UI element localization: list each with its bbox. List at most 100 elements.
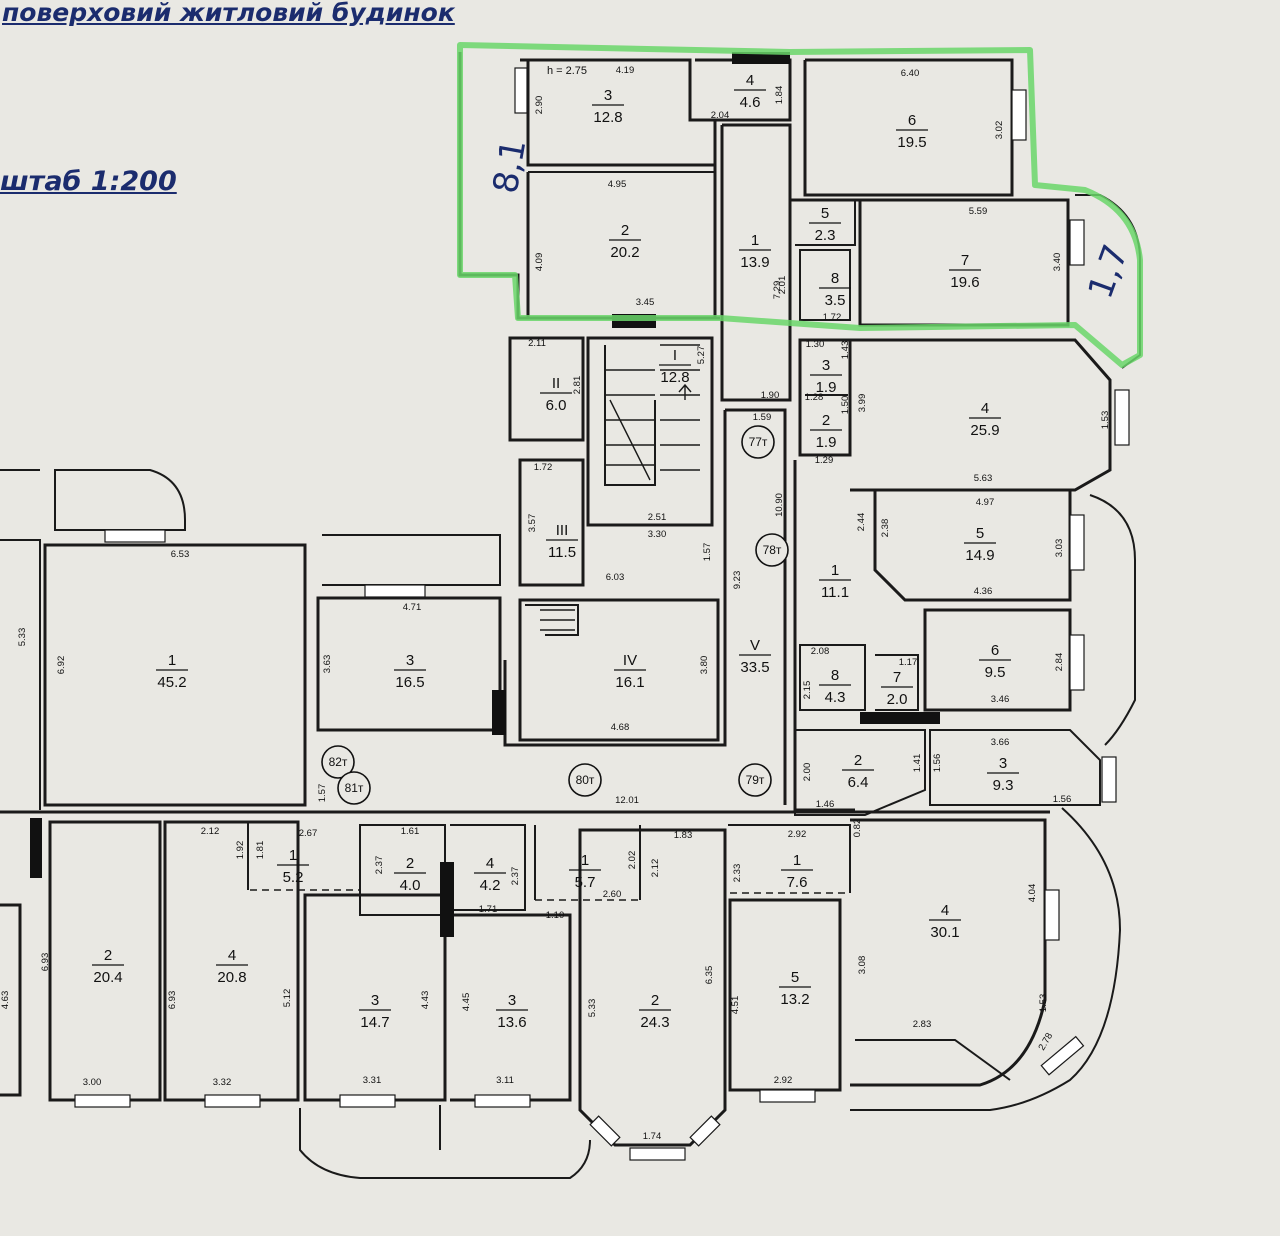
- room-r28: 44.2: [474, 855, 506, 894]
- section-marker: 77т: [741, 425, 775, 459]
- room-r4: 220.2: [609, 222, 641, 261]
- marker-label: 82т: [329, 755, 348, 769]
- room-area: 5.2: [283, 869, 304, 886]
- dimension-label: 3.08: [857, 956, 868, 975]
- room-area: 24.3: [640, 1014, 669, 1031]
- room-r31: 430.1: [929, 902, 961, 941]
- room-area: 11.5: [548, 544, 576, 561]
- dimension-label: 1.59: [753, 412, 772, 423]
- room-area: 12.8: [593, 109, 622, 126]
- room-area: 1.9: [816, 434, 837, 451]
- room-area: 9.3: [993, 777, 1014, 794]
- room-area: 33.5: [740, 659, 769, 676]
- room-number: III: [556, 522, 569, 539]
- room-r21: 84.3: [819, 667, 851, 706]
- room-r2: 44.6: [734, 72, 766, 111]
- room-number: 5: [821, 205, 829, 222]
- dimension-label: 2.02: [627, 851, 638, 870]
- room-area: 6.4: [848, 774, 869, 791]
- dimension-label: 3.30: [648, 529, 667, 540]
- marker-circle: [337, 771, 371, 805]
- dimension-label: 4.51: [730, 996, 741, 1015]
- room-area: 13.6: [497, 1014, 526, 1031]
- room-number: 4: [228, 947, 236, 964]
- room-area: 19.5: [897, 134, 926, 151]
- room-r33: 420.8: [216, 947, 248, 986]
- dimension-label: 5.33: [587, 999, 598, 1018]
- room-area: 13.2: [780, 991, 809, 1008]
- room-number: 8: [831, 667, 839, 684]
- dimension-label: 2.12: [650, 859, 661, 878]
- dimension-label: 2.67: [299, 828, 318, 839]
- dimension-labels: 4.192.901.846.403.022.044.954.093.457.29…: [0, 65, 1111, 1142]
- room-number: 4: [746, 72, 754, 89]
- room-number: 2: [104, 947, 112, 964]
- room-number: 2: [621, 222, 629, 239]
- dimension-label: 6.35: [704, 966, 715, 985]
- room-labels: 312.844.6619.5220.2113.952.383.5719.6II6…: [92, 72, 1019, 1031]
- room-area: 45.2: [157, 674, 186, 691]
- dimension-label: 1.81: [255, 841, 266, 860]
- dimension-label: 3.99: [857, 394, 868, 413]
- dimension-label: 1.83: [674, 830, 693, 841]
- dimension-label: 2.38: [880, 519, 891, 538]
- dimension-label: 1.71: [479, 904, 498, 915]
- dimension-label: 1.90: [761, 390, 780, 401]
- dimension-label: 2.51: [648, 512, 667, 523]
- marker-circle: [741, 425, 775, 459]
- room-area: 14.9: [965, 547, 994, 564]
- room-r24: 26.4: [842, 752, 874, 791]
- dimension-label: 2.15: [802, 681, 813, 700]
- room-number: 1: [793, 852, 801, 869]
- room-number: 2: [854, 752, 862, 769]
- dimension-label: 4.43: [420, 991, 431, 1010]
- marker-circle: [321, 745, 355, 779]
- dimension-label: 6.93: [167, 991, 178, 1010]
- dimension-label: 3.32: [213, 1077, 232, 1088]
- dimension-label: 6.92: [56, 656, 67, 675]
- dimension-label: 3.57: [527, 514, 538, 533]
- dimension-label: 1.29: [815, 455, 834, 466]
- room-number: 2: [406, 855, 414, 872]
- room-r23: 69.5: [979, 642, 1011, 681]
- room-r1: 312.8: [592, 87, 624, 126]
- dimension-label: 3.45: [636, 297, 655, 308]
- dimension-label: 4.09: [534, 253, 545, 272]
- room-number: 2: [822, 412, 830, 429]
- room-number: IV: [623, 652, 637, 669]
- dimension-label: 2.78: [1036, 1031, 1055, 1053]
- dimension-label: 3.46: [991, 694, 1010, 705]
- dimension-label: 3.11: [496, 1075, 514, 1086]
- room-number: 7: [961, 252, 969, 269]
- room-r6: 52.3: [809, 205, 841, 244]
- room-area: 16.5: [395, 674, 424, 691]
- room-r9: II6.0: [540, 375, 572, 414]
- room-number: 3: [999, 755, 1007, 772]
- room-number: 3: [371, 992, 379, 1009]
- room-number: 6: [908, 112, 916, 129]
- room-r30: 17.6: [781, 852, 813, 891]
- room-r26: 15.2: [277, 847, 309, 886]
- dimension-label: 1.28: [805, 392, 824, 403]
- marker-label: 81т: [345, 781, 364, 795]
- room-r15: 514.9: [964, 525, 996, 564]
- handwritten-label-right: 1,7: [1080, 239, 1136, 303]
- room-number: 2: [651, 992, 659, 1009]
- dimension-label: 1.30: [806, 339, 825, 350]
- dimension-label: 2.92: [774, 1075, 793, 1086]
- room-r8: 719.6: [949, 252, 981, 291]
- dimension-label: 2.04: [711, 110, 730, 121]
- dimension-label: 6.03: [606, 572, 625, 583]
- marker-label: 79т: [746, 773, 765, 787]
- room-r12: 21.9: [810, 412, 842, 451]
- dimension-label: 1.84: [774, 86, 785, 105]
- room-number: II: [552, 375, 560, 392]
- room-number: 4: [981, 400, 989, 417]
- dimension-label: 1.56: [1053, 794, 1072, 805]
- dimension-label: 3.31: [363, 1075, 382, 1086]
- room-r37: 513.2: [779, 969, 811, 1008]
- scale-label: штаб 1:200: [0, 166, 177, 197]
- room-r36: 224.3: [639, 992, 671, 1031]
